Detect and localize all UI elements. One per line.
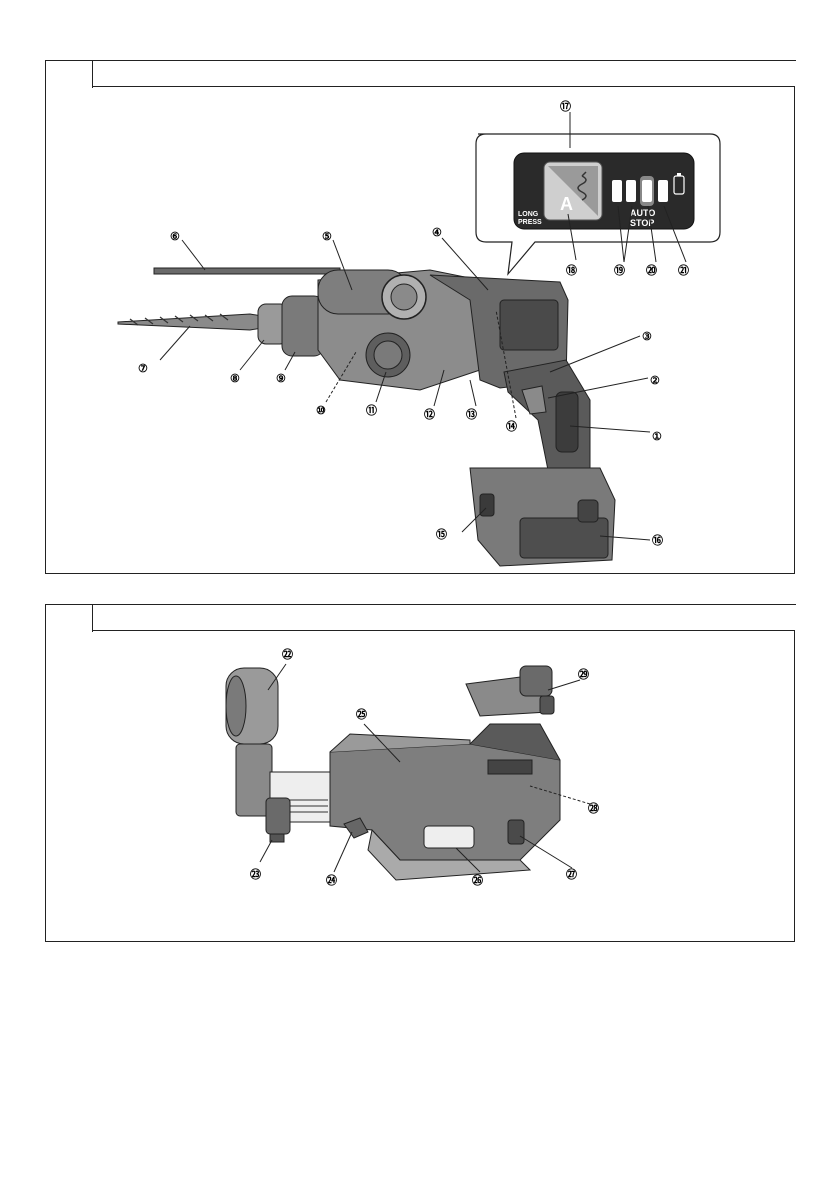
callout-25: ㉕ xyxy=(356,707,367,721)
callout-19: ⑲ xyxy=(614,263,625,277)
callout-9: ⑨ xyxy=(276,373,286,385)
callout-7: ⑦ xyxy=(138,363,148,375)
battery-release xyxy=(578,500,598,522)
callout-23: ㉓ xyxy=(250,867,261,881)
long-press-label-1: LONG xyxy=(518,211,539,218)
depth-stopper xyxy=(266,798,290,834)
callout-16: ⑯ xyxy=(652,533,663,547)
callout-13: ⑬ xyxy=(466,407,477,421)
callout-1: ① xyxy=(652,431,662,443)
callout-11: ⑪ xyxy=(366,403,377,417)
callout-29: ㉙ xyxy=(578,667,589,681)
depth-gauge-rod xyxy=(154,268,340,274)
callout-22: ㉒ xyxy=(282,647,293,661)
auto-stop-led xyxy=(642,180,652,202)
callout-21: ㉑ xyxy=(678,263,689,277)
battery-level-led-2 xyxy=(626,180,636,202)
grip-window xyxy=(424,826,474,848)
callout-3: ③ xyxy=(642,331,652,343)
auto-stop-label-1: AUTO xyxy=(630,208,655,218)
battery-level-led-1 xyxy=(612,180,622,202)
callout-4: ④ xyxy=(432,227,442,239)
callout-28: ㉘ xyxy=(588,801,599,815)
callout-6: ⑥ xyxy=(170,231,180,243)
callout-17: ⑰ xyxy=(560,99,571,113)
release-button xyxy=(508,820,524,844)
control-panel-callout: A LONG PRESS AUTO STOP xyxy=(476,134,720,274)
callout-15: ⑮ xyxy=(436,527,447,541)
battery-button xyxy=(480,494,494,516)
trigger-switch xyxy=(522,386,546,414)
callout-18: ⑱ xyxy=(566,263,577,277)
long-press-label-2: PRESS xyxy=(518,219,542,226)
rotary-hammer-illustration xyxy=(118,268,615,566)
mode-letter: A xyxy=(560,194,573,214)
callout-5: ⑤ xyxy=(322,231,332,243)
callout-14: ⑭ xyxy=(506,419,517,433)
callout-8: ⑧ xyxy=(230,373,240,385)
callout-24: ㉔ xyxy=(326,873,337,887)
battery-level-led-3 xyxy=(658,180,668,202)
callout-12: ⑫ xyxy=(424,407,435,421)
callout-26: ㉖ xyxy=(472,873,483,887)
callout-10: ⑩ xyxy=(316,405,326,417)
callout-2: ② xyxy=(650,375,660,387)
dust-extractor-illustration xyxy=(226,666,560,880)
drill-bit xyxy=(118,314,262,330)
callout-20: ⑳ xyxy=(646,263,657,277)
callout-27: ㉗ xyxy=(566,867,577,881)
